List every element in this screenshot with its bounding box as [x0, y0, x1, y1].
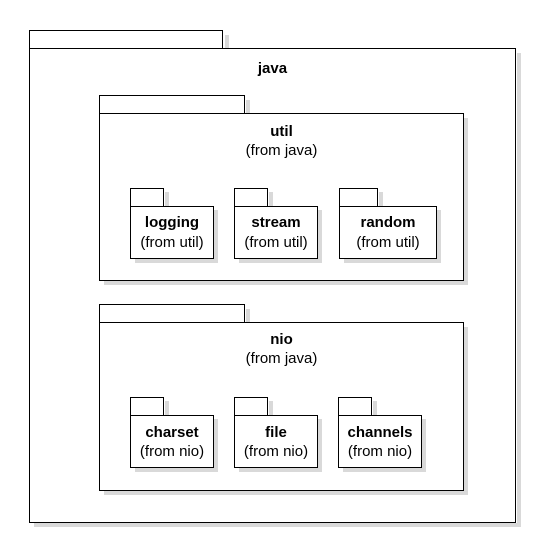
package-body [130, 415, 214, 468]
package-body [338, 415, 422, 468]
shadow [239, 468, 322, 472]
shadow [269, 192, 273, 206]
shadow [104, 281, 468, 285]
package-name: stream [251, 214, 301, 231]
package-name: file [265, 424, 287, 441]
shadow [214, 210, 218, 263]
package-tab [234, 188, 268, 207]
shadow [318, 210, 322, 263]
package-name: nio [270, 331, 293, 348]
package-name: random [360, 214, 416, 231]
package-tab [99, 95, 245, 114]
package-body [339, 206, 437, 259]
package-origin: (from nio) [139, 443, 205, 460]
package-tab [338, 397, 372, 416]
shadow [165, 192, 169, 206]
package-tab [130, 188, 164, 207]
shadow [246, 100, 250, 114]
package-name: charset [145, 424, 199, 441]
package-origin: (from nio) [243, 443, 309, 460]
package-body [130, 206, 214, 259]
package-tab [99, 304, 245, 323]
package-tab [234, 397, 268, 416]
shadow [165, 401, 169, 415]
package-tab [339, 188, 378, 207]
shadow [464, 118, 468, 285]
shadow [246, 309, 250, 323]
shadow [464, 327, 468, 495]
shadow [225, 35, 229, 48]
package-origin: (from util) [244, 234, 308, 251]
package-body [234, 206, 318, 259]
shadow [104, 491, 468, 495]
shadow [422, 419, 426, 472]
shadow [239, 259, 322, 263]
package-origin: (from java) [245, 350, 318, 367]
shadow [437, 210, 441, 263]
shadow [135, 468, 218, 472]
shadow [379, 192, 383, 206]
shadow [34, 523, 521, 527]
package-origin: (from nio) [347, 443, 413, 460]
shadow [135, 259, 218, 263]
package-origin: (from util) [140, 234, 204, 251]
package-origin: (from util) [356, 234, 420, 251]
package-name: util [270, 123, 293, 140]
shadow [343, 468, 426, 472]
shadow [344, 259, 441, 263]
shadow [269, 401, 273, 415]
shadow [318, 419, 322, 472]
package-tab [29, 30, 223, 49]
package-name: java [257, 60, 288, 77]
package-origin: (from java) [245, 142, 318, 159]
package-name: channels [347, 424, 413, 441]
package-name: logging [144, 214, 200, 231]
package-tab [130, 397, 164, 416]
package-body [234, 415, 318, 468]
shadow [517, 53, 521, 527]
shadow [373, 401, 377, 415]
shadow [214, 419, 218, 472]
